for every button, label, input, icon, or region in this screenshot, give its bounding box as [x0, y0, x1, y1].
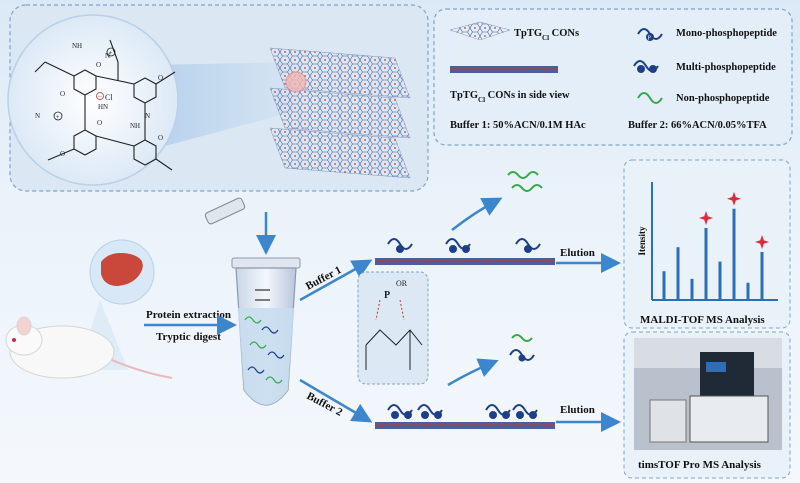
- timstof-panel: timsTOF Pro MS Analysis: [623, 331, 791, 479]
- counter-ion-label: Cl: [105, 93, 113, 102]
- svg-text:O: O: [60, 150, 65, 158]
- svg-text:+: +: [109, 49, 113, 57]
- timstof-caption: timsTOF Pro MS Analysis: [638, 459, 762, 471]
- svg-text:N: N: [145, 112, 150, 120]
- mouse-ear: [16, 316, 32, 336]
- buffer1-route: Elution: [375, 171, 621, 273]
- con-strip-top: [375, 258, 555, 265]
- legend-side-view-label: TpTGCl CONs in side view: [450, 90, 570, 104]
- legend-tptg-label: TpTGCl CONs: [514, 28, 579, 42]
- buffer2-route: Elution: [375, 334, 621, 432]
- maldi-panel: Itensity MALDI-TOF MS Analysis: [623, 159, 791, 329]
- legend-multi: Multi-phosphopeptide: [676, 62, 776, 73]
- svg-text:O: O: [96, 61, 101, 69]
- chloride-ion: − Cl: [96, 92, 113, 102]
- tube-cap: [204, 197, 246, 225]
- washed-non-2: [511, 184, 543, 192]
- mouse-liver-group: [5, 239, 173, 379]
- svg-text:HN: HN: [98, 103, 108, 111]
- mono-peptide-icon: P: [637, 28, 663, 42]
- svg-text:P: P: [648, 36, 652, 42]
- svg-text:O: O: [60, 90, 65, 98]
- legend-buffer2: Buffer 2: 66%ACN/0.05%TFA: [628, 120, 767, 131]
- step-tryptic-digest: Tryptic digest: [156, 331, 221, 343]
- legend-buffer1: Buffer 1: 50%ACN/0.1M HAc: [450, 120, 586, 131]
- y-axis-label: Itensity: [637, 226, 647, 255]
- svg-text:O: O: [158, 134, 163, 142]
- released-mono: [509, 349, 535, 362]
- phosphopeptide-star: [755, 235, 769, 249]
- tube-peptides: [244, 316, 285, 384]
- svg-text:O: O: [97, 119, 102, 127]
- mouse-eye: [12, 338, 16, 342]
- chemical-structure: [34, 39, 176, 171]
- non-peptide-icon: [637, 92, 663, 104]
- legend-panel: TpTGCl CONs TpTGCl CONs in side view Buf…: [433, 8, 793, 146]
- sample-tube: [204, 197, 301, 406]
- tube-rim: [231, 257, 301, 269]
- tptg-sheet-icon: [449, 21, 511, 41]
- wash-arrow-bottom: [447, 358, 499, 387]
- step-protein-extraction: Protein extraction: [146, 309, 231, 321]
- zoom-spot: [285, 71, 307, 93]
- tube-liquid: [238, 308, 294, 405]
- maldi-caption: MALDI-TOF MS Analysis: [640, 314, 765, 326]
- buffer2-arrow: [299, 378, 373, 423]
- elution-bottom: Elution: [560, 404, 595, 416]
- maldi-spectrum: Itensity: [637, 182, 778, 301]
- legend-non: Non-phosphopeptide: [676, 93, 770, 104]
- con-strip-bottom: [375, 422, 555, 429]
- svg-text:N: N: [105, 52, 110, 60]
- svg-text:−: −: [98, 93, 102, 101]
- structure-atoms: O O O O O O N NH HN N N NH: [35, 42, 163, 158]
- washed-non-1: [507, 171, 539, 179]
- elution-top: Elution: [560, 247, 595, 259]
- con-sheets: [269, 47, 411, 179]
- liver-icon: [101, 253, 143, 286]
- structure-lens: [7, 14, 179, 186]
- instrument-lc: [649, 399, 687, 443]
- h-bond-2: [399, 299, 405, 321]
- h-bond-1: [375, 299, 381, 321]
- mouse-tail: [111, 359, 173, 379]
- guanidinium: [365, 329, 423, 346]
- interaction-box: P OR: [357, 271, 429, 385]
- svg-text:O: O: [158, 74, 163, 82]
- bound-peptides-top: [387, 238, 541, 253]
- buffer1-arrow: [299, 259, 373, 302]
- svg-text:+: +: [56, 113, 60, 121]
- phosphopeptide-star: [699, 211, 713, 225]
- legend-mono: Mono-phosphopeptide: [676, 28, 777, 39]
- interaction-or: OR: [396, 279, 408, 288]
- washed-non-3: [511, 334, 533, 342]
- svg-text:NH: NH: [72, 42, 82, 50]
- interaction-p: P: [384, 290, 390, 301]
- bound-peptides-bottom: [387, 404, 538, 419]
- wash-arrow-top: [451, 197, 503, 231]
- instrument-badge: [706, 362, 726, 372]
- svg-text:N: N: [35, 112, 40, 120]
- side-view-strip-icon: [450, 66, 558, 73]
- svg-text:NH: NH: [130, 122, 140, 130]
- instrument-base: [689, 395, 769, 443]
- phosphopeptide-star: [727, 191, 741, 206]
- multi-peptide-icon: [633, 60, 659, 73]
- structure-panel: O O O O O O N NH HN N N NH + + − Cl: [7, 4, 429, 192]
